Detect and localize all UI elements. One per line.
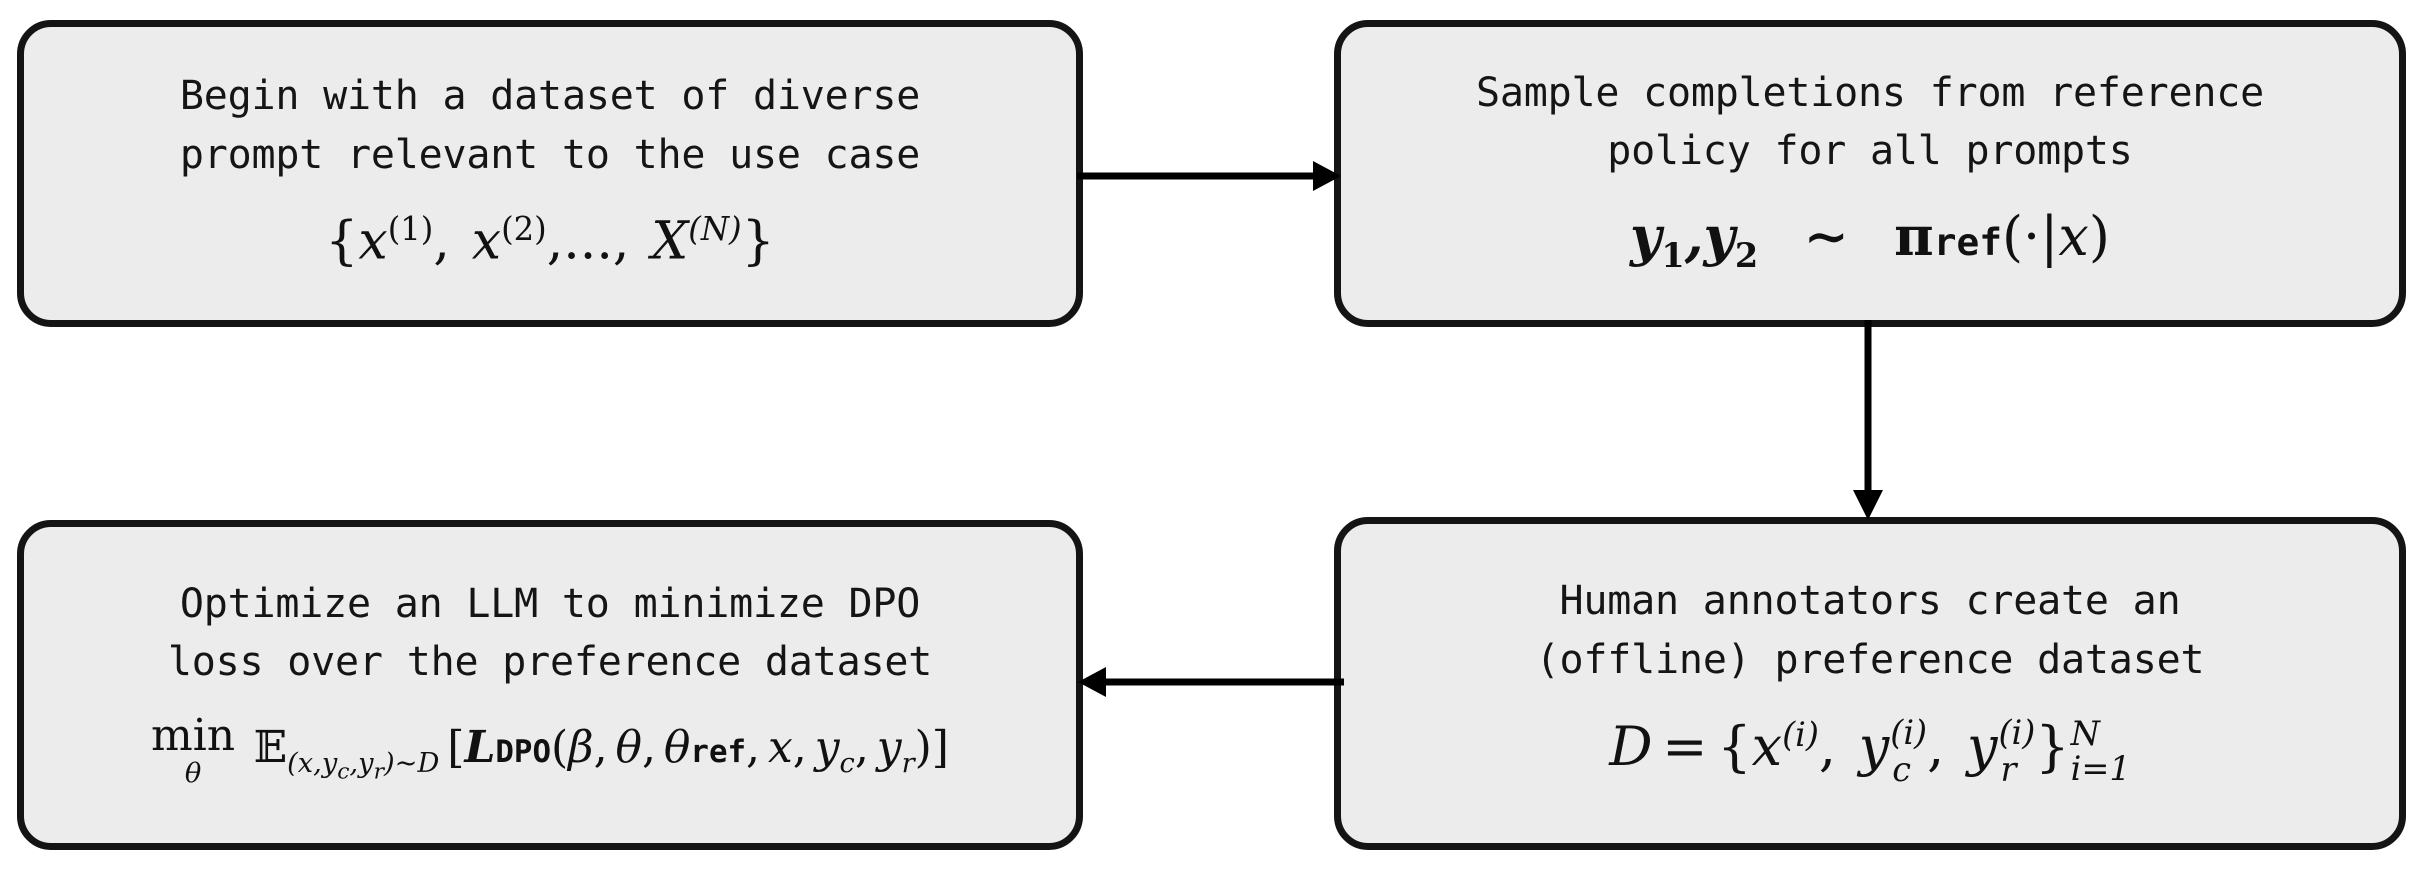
flow-node-sample[interactable]: Sample completions from reference policy… [1334, 20, 2406, 327]
flow-node-dataset-formula: {x(1),x(2),...,X(N)} [325, 210, 775, 272]
flow-node-dataset[interactable]: Begin with a dataset of diverse prompt r… [17, 20, 1083, 327]
arrow-dataset-to-sample [1077, 161, 1341, 191]
flow-node-sample-formula: y1,y2∼πref(·|x) [1630, 204, 2110, 276]
flow-node-annotate[interactable]: Human annotators create an (offline) pre… [1334, 517, 2406, 850]
flow-node-sample-text: Sample completions from reference policy… [1475, 69, 2265, 175]
arrow-sample-to-annotate [1853, 320, 1883, 520]
flow-node-optimize[interactable]: Optimize an LLM to minimize DPO loss ove… [17, 520, 1083, 850]
flow-node-annotate-text: Human annotators create an (offline) pre… [1535, 578, 2205, 683]
flow-node-dataset-text: Begin with a dataset of diverse prompt r… [179, 73, 921, 178]
flow-node-optimize-text: Optimize an LLM to minimize DPO loss ove… [167, 580, 933, 686]
arrow-annotate-to-optimize [1078, 667, 1344, 697]
